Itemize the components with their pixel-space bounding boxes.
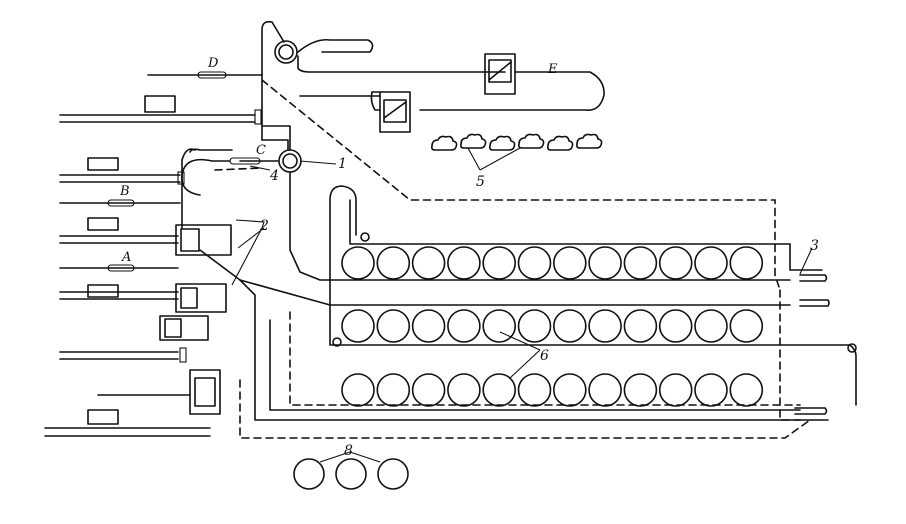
bottom-tank-1: [293, 458, 325, 490]
tank-upper-9: [623, 246, 658, 280]
label-e: E: [547, 62, 558, 77]
cloud-2: [460, 133, 487, 149]
label-b: B: [119, 184, 130, 199]
tank-middle-7: [552, 309, 587, 343]
bottom-tank-group: [293, 458, 409, 490]
tank-lower-7: [552, 373, 587, 407]
label-4: 4: [269, 168, 279, 184]
cloud-4: [518, 133, 545, 149]
tank-upper-5: [482, 246, 517, 280]
tank-upper-3: [411, 246, 446, 280]
tank-lower-12: [729, 373, 764, 407]
valve-b: [107, 199, 135, 207]
label-2: 2: [259, 218, 269, 234]
tank-middle-4: [447, 309, 481, 343]
tank-upper-7: [552, 246, 587, 280]
tank-middle-9: [623, 309, 658, 343]
tank-upper-8: [588, 246, 622, 280]
truck-1: [175, 224, 232, 256]
bottom-tank-2: [335, 458, 367, 490]
tank-lower-10: [658, 373, 693, 407]
cloud-3: [489, 135, 516, 151]
tank-middle-1: [341, 309, 375, 343]
tank-middle-11: [694, 309, 728, 343]
bottom-tank-3: [377, 458, 409, 490]
tank-upper-12: [729, 246, 764, 280]
label-c: C: [256, 143, 266, 158]
tank-upper-4: [447, 246, 481, 280]
tank-middle-12: [729, 309, 764, 343]
truck-4: [189, 369, 221, 415]
label-1: 1: [338, 156, 347, 172]
device-e1: [484, 53, 516, 95]
label-8: 8: [344, 443, 353, 459]
tank-lower-11: [694, 373, 728, 407]
top-section: [181, 20, 781, 291]
tank-upper-2: [376, 246, 411, 280]
trucks: [159, 224, 232, 415]
tank-lower-2: [376, 373, 411, 407]
device-e2: [379, 91, 411, 133]
tank-lower-3: [411, 373, 446, 407]
tank-middle-5: [482, 309, 517, 343]
labels: D E C 4 1 B 2 A 3 5 6 8: [119, 56, 819, 459]
tank-upper-1: [341, 246, 375, 280]
tank-lower-6: [517, 373, 552, 407]
pump-top: [274, 40, 298, 64]
leader-lines: [231, 147, 813, 463]
pipe-network: [199, 171, 857, 439]
tank-lower-4: [447, 373, 481, 407]
label-5: 5: [476, 174, 485, 190]
label-a: A: [121, 250, 131, 265]
tank-middle-2: [376, 309, 411, 343]
cloud-5: [547, 135, 574, 151]
truck-2: [175, 283, 227, 313]
tank-upper-6: [517, 246, 552, 280]
truck-3: [159, 315, 209, 341]
tank-middle-8: [588, 309, 622, 343]
valve-d: [197, 71, 227, 79]
tank-middle-6: [517, 309, 552, 343]
tank-lower-5: [482, 373, 517, 407]
label-d: D: [207, 56, 219, 71]
label-3: 3: [810, 238, 819, 254]
tank-middle-10: [658, 309, 693, 343]
tank-upper-11: [694, 246, 728, 280]
tank-lower-9: [623, 373, 658, 407]
clouds-group: [431, 133, 603, 151]
label-6: 6: [540, 348, 549, 364]
left-inlets: [44, 71, 263, 437]
tank-lower-8: [588, 373, 622, 407]
coupler-1: [254, 109, 262, 125]
tank-middle-3: [411, 309, 446, 343]
tank-rows: [341, 246, 764, 407]
tank-lower-1: [341, 373, 375, 407]
cloud-6: [576, 133, 603, 149]
cloud-1: [431, 135, 458, 151]
tank-upper-10: [658, 246, 693, 280]
valve-a: [107, 264, 135, 272]
